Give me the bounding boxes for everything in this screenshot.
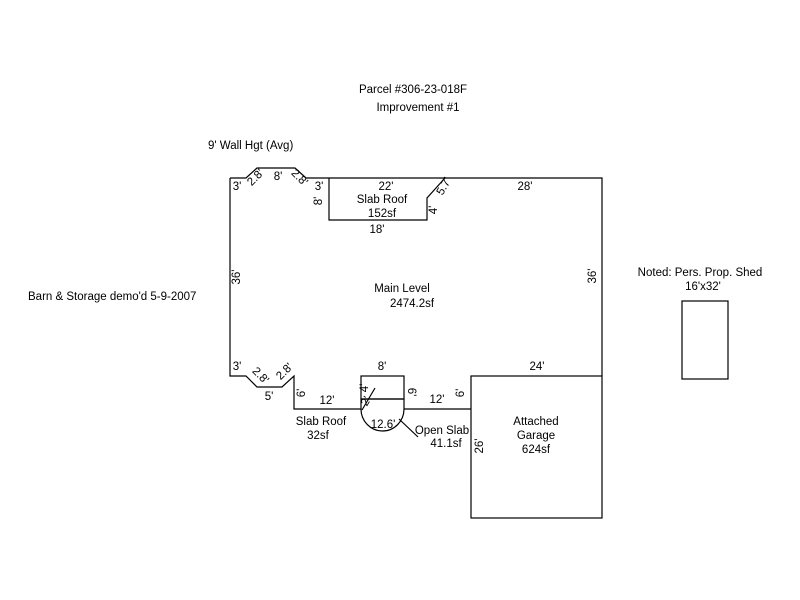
slab-roof-bottom-area: 32sf bbox=[307, 430, 330, 442]
dim-slab-18: 18' bbox=[370, 224, 385, 236]
dim-stair-8: 8' bbox=[378, 361, 387, 373]
dim-slab-4: 4' bbox=[428, 206, 440, 215]
improvement-label: Improvement #1 bbox=[376, 102, 459, 114]
slab-roof-pointer bbox=[361, 387, 376, 411]
dim-stair-6: 6' bbox=[405, 388, 417, 397]
main-level-label: Main Level bbox=[374, 283, 430, 295]
dim-stair-4: 4' bbox=[359, 384, 371, 393]
dim-top-28: 28' bbox=[518, 181, 533, 193]
main-level-outline bbox=[229, 167, 603, 410]
dim-slab-22: 22' bbox=[379, 181, 394, 193]
dim-bottom-6b: 6' bbox=[455, 389, 467, 398]
slab-roof-top-label: Slab Roof bbox=[357, 194, 408, 206]
dim-bottom-6a: 6' bbox=[296, 389, 308, 398]
open-slab-arc bbox=[360, 399, 405, 432]
dim-bottom-5: 5' bbox=[265, 391, 274, 403]
slab-roof-bottom-label: Slab Roof bbox=[296, 416, 347, 428]
wall-height-note: 9' Wall Hgt (Avg) bbox=[208, 140, 293, 152]
open-slab-area: 41.1sf bbox=[430, 438, 462, 450]
garage-area: 624sf bbox=[522, 444, 551, 456]
dim-open-slab-12-6: 12.6' bbox=[371, 419, 396, 431]
garage-label-2: Garage bbox=[517, 430, 555, 442]
shed-outline bbox=[681, 300, 729, 380]
garage-outline bbox=[470, 375, 603, 519]
dim-top-diag-2: 2.8' bbox=[288, 167, 309, 188]
slab-roof-top-outline bbox=[328, 177, 446, 221]
dim-top-diag-1: 2.8' bbox=[245, 167, 266, 188]
dim-top-3: 3' bbox=[315, 181, 324, 193]
dim-left-36: 36' bbox=[231, 270, 243, 285]
parcel-number: Parcel #306-23-018F bbox=[359, 84, 467, 96]
garage-label-1: Attached bbox=[513, 416, 558, 428]
shed-note: Noted: Pers. Prop. Shed bbox=[638, 267, 763, 279]
dim-bottom-12b: 12' bbox=[430, 394, 445, 406]
barn-demo-note: Barn & Storage demo'd 5-9-2007 bbox=[28, 291, 196, 303]
dim-right-36: 36' bbox=[587, 269, 599, 284]
shed-size: 16'x32' bbox=[685, 281, 721, 293]
main-level-area: 2474.2sf bbox=[390, 298, 435, 310]
dim-slab-8: 8' bbox=[313, 197, 325, 206]
dim-slab-5-7: 5.7' bbox=[435, 176, 454, 198]
dim-garage-24: 24' bbox=[530, 361, 545, 373]
slab-roof-top-area: 152sf bbox=[368, 208, 397, 220]
dim-top-left-3: 3' bbox=[233, 181, 242, 193]
dim-garage-26: 26' bbox=[474, 439, 486, 454]
open-slab-pointer bbox=[398, 418, 419, 438]
dim-bottom-diag-2: 2.8' bbox=[274, 361, 295, 382]
dim-bottom-left-3: 3' bbox=[233, 361, 242, 373]
open-slab-label: Open Slab bbox=[415, 425, 469, 437]
dim-top-8: 8' bbox=[274, 171, 283, 183]
dim-bottom-12a: 12' bbox=[320, 395, 335, 407]
